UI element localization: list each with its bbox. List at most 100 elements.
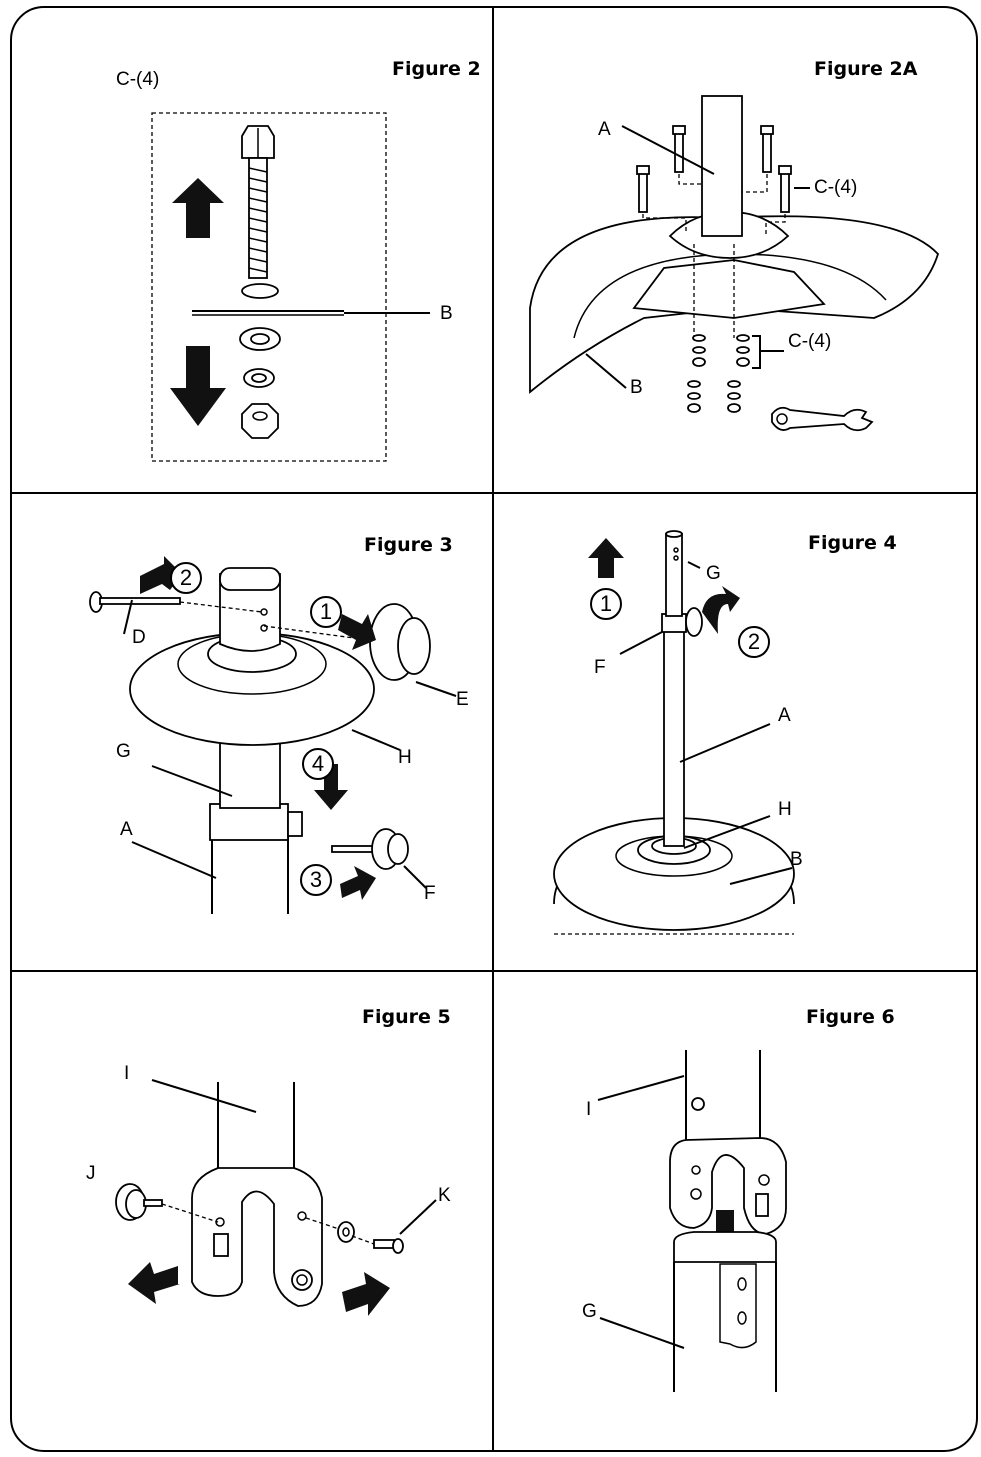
base-dish-icon	[529, 215, 940, 394]
leader-h	[351, 729, 401, 751]
label-g: G	[706, 563, 721, 584]
lower-hardware-icon	[687, 334, 750, 413]
knob-f-icon	[331, 828, 409, 870]
label-f: F	[424, 883, 436, 904]
bolt-icon	[241, 125, 275, 279]
leader-h	[683, 815, 771, 849]
hex-nut-icon	[241, 403, 279, 439]
step-1-marker: 1	[310, 596, 342, 628]
label-a: A	[778, 705, 791, 726]
label-c4: C-(4)	[116, 69, 160, 90]
figure-4-panel: Figure 4 1 2 G F A H B	[494, 494, 976, 970]
leader-f	[403, 865, 427, 889]
label-b: B	[440, 303, 453, 324]
label-k: K	[438, 1185, 451, 1206]
figure-6-title: Figure 6	[806, 1006, 895, 1028]
collar-icon	[209, 803, 289, 841]
label-h: H	[398, 747, 412, 768]
vertical-divider	[492, 8, 494, 1450]
label-b: B	[790, 849, 803, 870]
leader-i	[597, 1075, 685, 1101]
leader-d	[123, 599, 133, 635]
label-e: E	[456, 689, 469, 710]
rubber-washer-icon	[241, 283, 279, 299]
leader-k	[399, 1199, 437, 1235]
figure-2a-title: Figure 2A	[814, 58, 918, 80]
arrow-step-1-icon	[588, 538, 624, 578]
fork-bracket-i-icon	[191, 1082, 323, 1307]
base-b-icon	[553, 817, 795, 935]
bracket-c4	[752, 335, 761, 369]
step-3-marker: 3	[300, 864, 332, 896]
leader-g	[599, 1317, 685, 1349]
wrench-icon	[771, 406, 874, 432]
figure-4-drawing	[553, 530, 795, 935]
figure-6-panel: Figure 6 I G	[494, 972, 976, 1450]
knob-e-icon	[369, 603, 431, 681]
arrow-down-icon	[170, 346, 226, 426]
tube-g-icon	[673, 1231, 777, 1392]
pole-a-icon	[663, 629, 685, 847]
arrow-step-4-icon	[314, 764, 348, 810]
figure-3-panel: Figure 3 2 1 4 3 D E G H A F	[12, 494, 492, 970]
label-i: I	[586, 1099, 592, 1120]
label-c4-top: C-(4)	[814, 177, 858, 198]
arrow-up-icon	[172, 178, 224, 238]
label-g: G	[582, 1301, 597, 1322]
upper-pole-a-icon	[211, 834, 289, 914]
step-4-marker: 4	[302, 748, 334, 780]
horizontal-divider-top	[12, 492, 976, 494]
tube-g-icon	[665, 533, 683, 617]
leader-a	[131, 841, 217, 879]
arrow-step-1-icon	[338, 614, 376, 650]
figure-3-drawing	[89, 556, 457, 914]
figure-5-title: Figure 5	[362, 1006, 451, 1028]
assembly-instructions-sheet: Figure 2 C-(4) B	[10, 6, 978, 1452]
leader-g	[687, 561, 701, 569]
leader-b	[585, 353, 627, 389]
pole-top-icon	[219, 567, 281, 652]
label-h: H	[778, 799, 792, 820]
horizontal-divider-bottom	[12, 970, 976, 972]
washer-icon	[337, 1221, 355, 1243]
arrow-step-3-icon	[340, 866, 376, 900]
label-c4-bottom: C-(4)	[788, 331, 832, 352]
leader-b	[729, 867, 793, 885]
figure-6-drawing	[597, 1050, 787, 1392]
figure-2-title: Figure 2	[392, 58, 481, 80]
step-2-marker: 2	[170, 562, 202, 594]
knob-f-icon	[685, 607, 703, 637]
fork-bracket-i-icon	[669, 1050, 787, 1235]
top-bolts-icon	[636, 125, 792, 213]
leader-g	[151, 765, 233, 797]
arrow-step-2-icon	[702, 586, 740, 634]
figure-5-drawing	[115, 1079, 437, 1316]
leader-i	[151, 1079, 257, 1113]
label-a: A	[120, 819, 133, 840]
figure-4-title: Figure 4	[808, 532, 897, 554]
figure-2a-drawing	[529, 95, 940, 432]
label-j: J	[86, 1163, 96, 1184]
step-1-marker: 1	[590, 588, 622, 620]
arrow-left-icon	[128, 1262, 180, 1304]
figure-2-drawing	[151, 112, 430, 462]
arrow-right-icon	[342, 1272, 390, 1316]
leader-f	[619, 631, 663, 655]
label-g: G	[116, 741, 131, 762]
bolt-d-icon	[89, 591, 181, 613]
leader-a	[679, 723, 771, 763]
knob-j-icon	[115, 1183, 163, 1221]
label-d: D	[132, 627, 146, 648]
label-f: F	[594, 657, 606, 678]
alignment-dashes	[642, 174, 786, 338]
figure-5-panel: Figure 5 I J K	[12, 972, 492, 1450]
figure-2a-panel: Figure 2A A C-(4) C-(4) B	[494, 8, 976, 492]
figure-2-panel: Figure 2 C-(4) B	[12, 8, 492, 492]
step-2-marker: 2	[738, 626, 770, 658]
leader-a	[621, 125, 715, 175]
label-b: B	[630, 377, 643, 398]
screw-k-icon	[373, 1238, 404, 1254]
leader-e	[415, 681, 457, 697]
hardware-kit-box	[151, 112, 387, 462]
label-a: A	[598, 119, 611, 140]
